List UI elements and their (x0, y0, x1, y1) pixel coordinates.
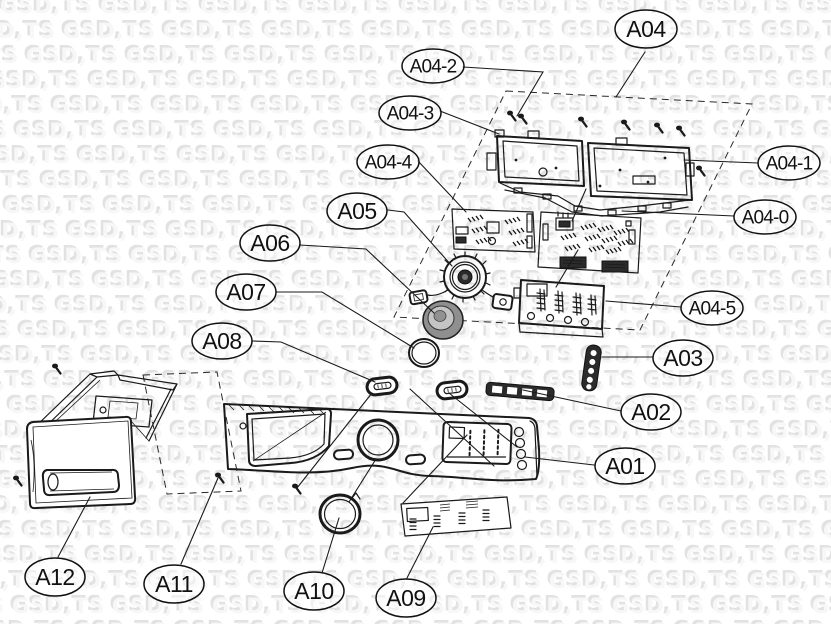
callout-a11: A11 (143, 564, 205, 604)
callout-oval (614, 9, 678, 49)
callout-label: A09 (386, 585, 425, 611)
main-pcb-drawing (537, 211, 642, 274)
callout-oval (733, 199, 797, 235)
callout-a12: A12 (24, 557, 86, 597)
leader-a04-3 (439, 110, 500, 135)
assembly-line-5 (402, 434, 468, 504)
button-caps-drawing (365, 375, 469, 401)
callout-oval (680, 290, 744, 326)
callout-oval (401, 48, 465, 84)
power-pcb-drawing (513, 279, 605, 338)
callout-label: A04-1 (766, 154, 813, 175)
callout-a04-0: A04-0 (733, 199, 797, 235)
leader-lines (57, 51, 759, 579)
drawer-front (26, 415, 137, 510)
callout-label: A04-5 (689, 299, 736, 320)
control-panel-drawing (11, 362, 541, 495)
leader-a04 (615, 51, 646, 98)
callout-oval (215, 273, 277, 311)
callout-label: A04-3 (387, 104, 434, 125)
callout-oval (191, 322, 253, 360)
callout-label: A01 (605, 453, 644, 479)
callout-label: A02 (631, 399, 670, 425)
assembly-line-6 (571, 188, 587, 222)
leader-a10 (321, 517, 340, 574)
callout-oval (620, 393, 682, 431)
callout-a04-4: A04-4 (356, 144, 420, 180)
leader-a12 (57, 496, 91, 558)
rotary-encoder-drawing (408, 251, 514, 311)
callout-oval (143, 564, 205, 604)
callout-oval (652, 339, 714, 377)
leader-a04-2 (462, 66, 544, 117)
callout-a09: A09 (375, 578, 437, 618)
callout-label: A03 (663, 345, 702, 371)
callout-a05: A05 (326, 192, 388, 230)
callout-oval (378, 95, 442, 131)
knob-drawing (422, 300, 464, 340)
callout-a04-5: A04-5 (680, 290, 744, 326)
callout-a04-3: A04-3 (378, 95, 442, 131)
callout-label: A04-2 (410, 57, 457, 78)
callout-a01: A01 (594, 447, 656, 485)
callout-label: A05 (337, 198, 376, 224)
callout-label: A08 (202, 328, 241, 354)
callout-a08: A08 (191, 322, 253, 360)
callout-a07: A07 (215, 273, 277, 311)
leader-a08 (251, 340, 376, 383)
leader-a06 (299, 244, 435, 314)
display-pcb-drawing (451, 208, 536, 253)
callout-label: A10 (294, 578, 333, 604)
assembly-line-3 (448, 392, 518, 448)
callout-label: A04-0 (742, 208, 789, 229)
callout-label: A04-4 (365, 153, 413, 174)
assembly-line-7 (555, 249, 579, 288)
leader-a04-5 (605, 300, 682, 308)
leader-a04-0 (621, 210, 735, 217)
callout-label: A07 (226, 279, 265, 305)
assembly-a11-boundary (142, 371, 242, 495)
callout-label: A06 (250, 230, 289, 256)
callout-a04: A04 (614, 9, 678, 49)
callout-oval (326, 192, 388, 230)
callout-a03: A03 (652, 339, 714, 377)
callout-a10: A10 (283, 571, 345, 611)
leader-a02 (522, 389, 622, 412)
assembly-line-2 (409, 388, 495, 467)
detergent-drawer-drawing (26, 370, 178, 510)
panel-knob-ring-drawing (318, 492, 362, 535)
leader-a11 (180, 477, 219, 565)
callout-label: A04 (626, 16, 666, 42)
callout-oval (757, 145, 821, 181)
callout-oval (375, 578, 437, 618)
display-window (441, 420, 513, 466)
assembly-line-4 (348, 458, 377, 503)
callout-a06: A06 (239, 224, 301, 262)
leader-a04-1 (683, 159, 759, 164)
assembly-a04-boundary (393, 90, 753, 331)
leader-a09 (406, 526, 434, 579)
assembly-line-1 (296, 392, 373, 489)
callout-oval (239, 224, 301, 262)
callout-oval (356, 144, 420, 180)
callout-a02: A02 (620, 393, 682, 431)
callout-oval (594, 447, 656, 485)
display-overlay-drawing (400, 496, 512, 537)
leader-a01 (524, 456, 595, 466)
leader-a05 (387, 209, 453, 267)
knob-ring-drawing (408, 338, 440, 368)
callout-label: A11 (155, 571, 193, 597)
leader-a07 (275, 291, 415, 349)
callout-a04-1: A04-1 (757, 145, 821, 181)
pcb-housing-drawing (486, 109, 706, 217)
callout-oval (283, 571, 345, 611)
callout-a04-2: A04-2 (401, 48, 465, 84)
leader-a04-4 (417, 160, 467, 213)
callout-oval (24, 557, 86, 597)
callout-label: A12 (35, 564, 74, 590)
button-strip-vertical-drawing (581, 344, 602, 392)
button-strip-drawing (485, 381, 555, 402)
